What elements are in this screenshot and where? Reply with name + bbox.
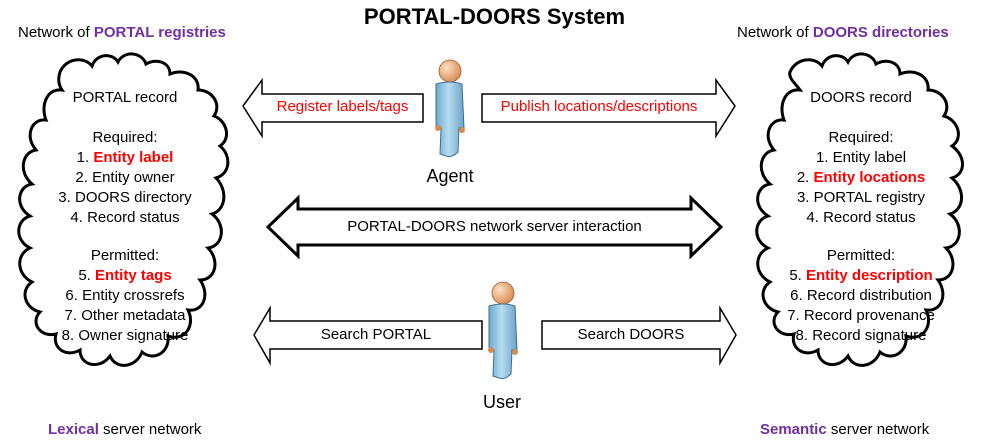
doors-network-header-prefix: Network of [737,24,813,41]
semantic-network-footer: Semantic server network [760,421,929,438]
publish-arrow-label: Publish locations/descriptions [500,98,698,115]
record-field-text: Entity label [832,149,907,166]
register-arrow [242,77,424,139]
record-field-text: Other metadata [81,307,186,324]
user-label: User [482,392,521,412]
record-field: 1. Entity label [20,148,230,168]
record-field: 8. Owner signature [20,326,230,346]
record-field: 8. Record signature [756,326,966,346]
doors-cloud [755,52,964,367]
record-field: 4. Record status [20,208,230,228]
record-field-highlighted-text: Entity label [93,149,174,166]
record-field: 7. Record provenance [756,306,966,326]
record-field-highlighted-text: Entity description [806,267,933,284]
agent-figure [435,59,465,157]
record-field-number: 4. [806,209,824,226]
record-field-number: 2. [796,169,814,186]
agent-label: Agent [426,166,474,186]
diagram-title: PORTAL-DOORS System [363,4,626,29]
record-field-number: 7. [787,307,804,324]
user-figure [488,281,518,379]
portal-permitted-label: Permitted: [90,247,160,264]
doors-permitted-label: Permitted: [826,247,896,264]
portal-network-header-highlight: PORTAL registries [93,24,226,41]
record-field-text: Entity owner [92,169,175,186]
record-field-number: 5. [789,267,806,284]
record-field-number: 4. [70,209,88,226]
record-field-number: 3. [796,189,814,206]
record-field-number: 7. [64,307,82,324]
doors-record-heading: DOORS record [810,89,912,106]
record-field-number: 1. [815,149,833,166]
portal-cloud [17,52,230,367]
record-field-text: DOORS directory [74,189,192,206]
lexical-footer-highlight: Lexical [48,421,99,438]
record-field-number: 6. [790,287,807,304]
doors-required-label: Required: [828,129,894,146]
record-field: 5. Entity description [756,266,966,286]
record-field: 1. Entity label [756,148,966,168]
record-field: 2. Entity locations [756,168,966,188]
interaction-arrow-label: PORTAL-DOORS network server interaction [347,218,642,235]
interaction-arrow [265,194,724,260]
search-portal-arrow [253,305,483,366]
record-field: 5. Entity tags [20,266,230,286]
search-doors-arrow-label: Search DOORS [577,326,685,343]
record-field-text: Record signature [812,327,927,344]
record-field-number: 8. [795,327,813,344]
register-arrow-label: Register labels/tags [276,98,409,115]
record-field: 7. Other metadata [20,306,230,326]
semantic-footer-suffix: server network [826,421,930,438]
portal-network-header-prefix: Network of [18,24,94,41]
record-field-text: Owner signature [78,327,189,344]
record-field-text: PORTAL registry [813,189,926,206]
semantic-footer-highlight: Semantic [760,421,827,438]
record-field: 6. Entity crossrefs [20,286,230,306]
record-field-text: Record distribution [806,287,932,304]
record-field-highlighted-text: Entity locations [813,169,926,186]
publish-arrow [481,77,736,139]
record-field-number: 5. [78,267,95,284]
record-field-text: Record status [823,209,916,226]
search-doors-arrow [541,305,737,366]
record-field-text: Entity crossrefs [82,287,185,304]
record-field: 3. PORTAL registry [756,188,966,208]
record-field-highlighted-text: Entity tags [95,267,172,284]
doors-network-header: Network of DOORS directories [737,24,949,41]
record-field-number: 6. [65,287,83,304]
record-field-number: 3. [58,189,75,206]
portal-required-label: Required: [92,129,158,146]
lexical-footer-suffix: server network [98,421,202,438]
portal-network-header: Network of PORTAL registries [18,24,226,41]
lexical-network-footer: Lexical server network [48,421,201,438]
record-field-number: 2. [75,169,93,186]
search-portal-arrow-label: Search PORTAL [320,326,432,343]
portal-record-heading: PORTAL record [72,89,178,106]
record-field-text: Record status [87,209,180,226]
record-field-text: Record provenance [803,307,935,324]
record-field: 6. Record distribution [756,286,966,306]
doors-network-header-highlight: DOORS directories [812,24,949,41]
record-field-number: 1. [76,149,94,166]
record-field-number: 8. [61,327,79,344]
record-field: 3. DOORS directory [20,188,230,208]
record-field: 2. Entity owner [20,168,230,188]
record-field: 4. Record status [756,208,966,228]
